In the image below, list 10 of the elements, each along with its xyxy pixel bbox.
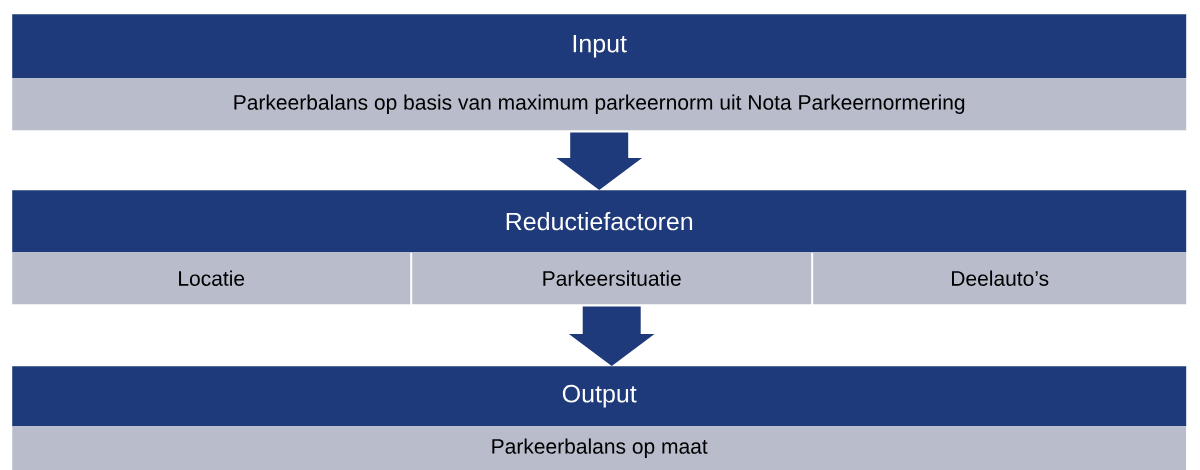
content-band: Parkeersituatie [412, 252, 812, 305]
node-label: Parkeersituatie [543, 270, 681, 286]
node-label: Deelauto’s [952, 270, 1049, 286]
content-band: Deelauto’s [813, 252, 1187, 305]
node-label: Locatie [179, 270, 245, 286]
content-band: Parkeerbalans op basis van maximum parkeernorm uit Nota Parkeernormering [12, 78, 1187, 131]
band-header: Output [12, 366, 1187, 427]
band-header: Input [12, 14, 1187, 79]
content-band: Parkeerbalans op maat [12, 426, 1187, 470]
content-band: Locatie [12, 252, 411, 305]
